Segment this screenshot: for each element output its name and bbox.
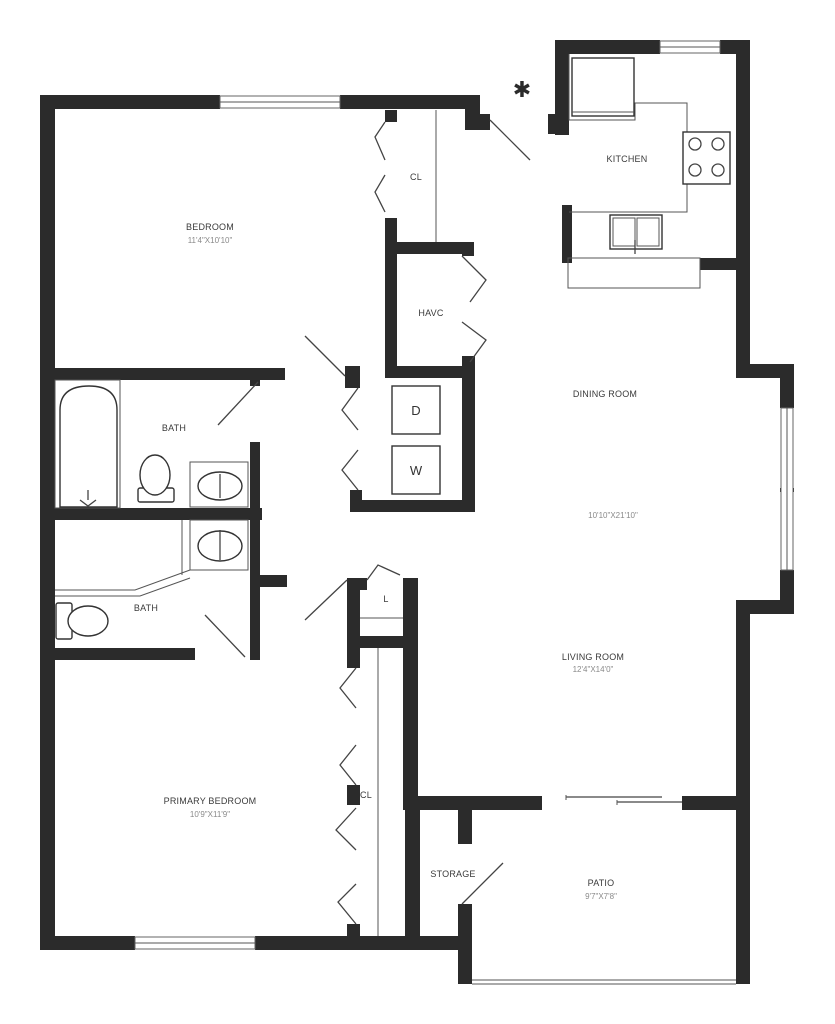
- door-storage: [461, 862, 504, 905]
- label-hvac: HAVC: [418, 308, 443, 318]
- door-bedroom: [304, 335, 346, 377]
- label-storage: STORAGE: [430, 869, 475, 879]
- label-patio: PATIO: [588, 878, 615, 888]
- dims-patio: 9'7"X7'8": [585, 892, 617, 901]
- label-dryer: D: [411, 403, 420, 418]
- dims-bedroom: 11'4"X10'10": [188, 236, 233, 245]
- doors: [204, 119, 531, 925]
- dryer: [391, 385, 441, 435]
- dims-living: 12'4"X14'0": [573, 665, 614, 674]
- laundry: [391, 385, 441, 495]
- door-bath-top: [217, 381, 259, 426]
- label-washer: W: [410, 463, 423, 478]
- dims-dining-living: 10'10"X21'10": [588, 511, 638, 520]
- label-closet-primary: CL: [360, 790, 372, 800]
- bath-fixtures: [54, 379, 249, 640]
- label-living: LIVING ROOM: [562, 652, 624, 662]
- washer: [391, 445, 441, 495]
- label-bath-bottom: BATH: [134, 603, 158, 613]
- label-dining: DINING ROOM: [573, 389, 637, 399]
- label-primary: PRIMARY BEDROOM: [164, 796, 257, 806]
- sliding-door: [565, 795, 682, 805]
- room-labels: BEDROOM 11'4"X10'10" CL HAVC KITCHEN DIN…: [134, 154, 648, 901]
- kitchen-sink: [609, 214, 663, 250]
- label-kitchen: KITCHEN: [607, 154, 648, 164]
- label-bath-top: BATH: [162, 423, 186, 433]
- door-primary: [304, 579, 348, 621]
- door-bath-bottom: [204, 614, 246, 658]
- bathtub: [59, 385, 118, 508]
- label-linen: L: [383, 594, 388, 604]
- dims-primary: 10'9"X11'9": [190, 810, 230, 819]
- kitchen-fixtures: [567, 54, 731, 289]
- label-closet-top: CL: [410, 172, 422, 182]
- door-entry: [489, 119, 531, 161]
- label-bedroom: BEDROOM: [186, 222, 234, 232]
- refrigerator: [571, 57, 635, 117]
- stove: [682, 131, 731, 185]
- entry-marker-icon: ✱: [513, 78, 531, 103]
- windows: [134, 40, 794, 985]
- walls: [40, 40, 794, 984]
- closet-lines: [360, 110, 437, 936]
